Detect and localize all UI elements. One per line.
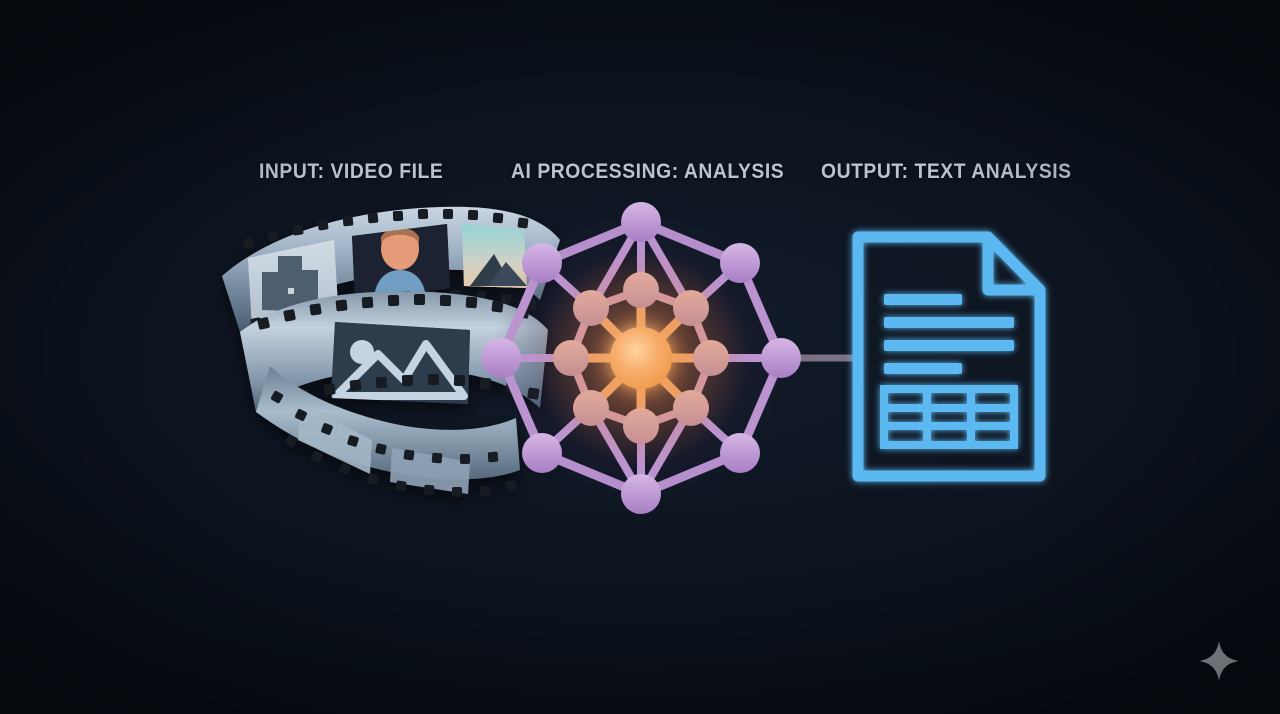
document-table <box>880 385 1018 449</box>
film-strip-icon <box>222 206 560 497</box>
stage-labels: INPUT: VIDEO FILE AI PROCESSING: ANALYSI… <box>0 160 1280 190</box>
label-input: INPUT: VIDEO FILE <box>259 160 444 183</box>
film-band-upper <box>222 206 560 332</box>
label-output: OUTPUT: TEXT ANALYSIS <box>821 160 1072 183</box>
film-band-middle <box>240 291 548 412</box>
doc-line-4 <box>884 363 962 374</box>
film-frames-upper <box>248 224 527 328</box>
neural-network-icon <box>481 202 801 514</box>
label-ai: AI PROCESSING: ANALYSIS <box>511 160 785 183</box>
doc-line-2 <box>884 317 1014 328</box>
network-nodes-inner <box>553 272 729 444</box>
document-text-lines <box>884 294 1014 374</box>
frame-blank-1 <box>298 404 372 474</box>
film-band-lower <box>256 366 520 497</box>
doc-line-1 <box>884 294 962 305</box>
network-hub-node <box>610 327 672 389</box>
frame-photo-content <box>331 322 470 404</box>
sparkle-star-icon <box>1199 641 1239 681</box>
document-report-icon <box>852 231 1046 482</box>
film-sprockets-lower <box>270 390 517 497</box>
doc-line-3 <box>884 340 1014 351</box>
network-nodes-outer <box>481 202 801 514</box>
